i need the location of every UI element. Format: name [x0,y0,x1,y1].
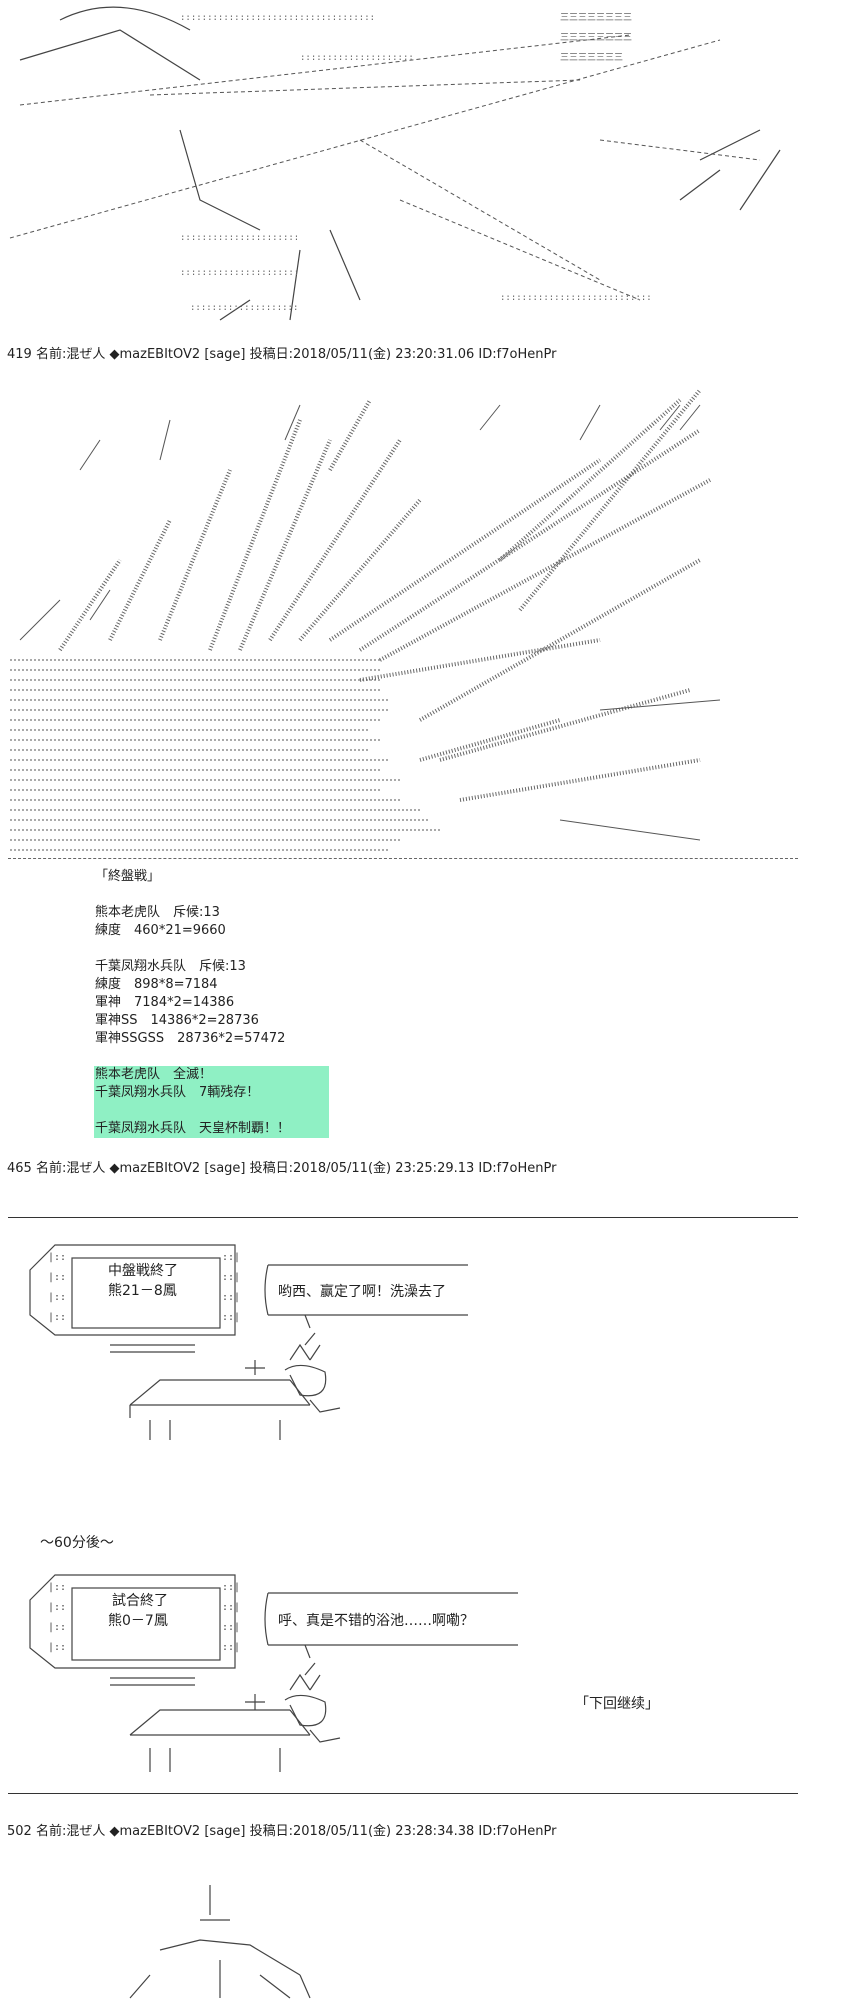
svg-text:三三三三三三三: 三三三三三三三 [560,53,623,63]
team1-scouts: 熊本老虎队 斥候:13 [95,905,220,920]
result-highlight [94,1066,329,1138]
ascii-art-shell-trails [10,388,721,851]
poster-id: ID:f7oHenPr [478,1161,557,1176]
post-number: 419 [7,347,32,362]
svg-text:|::: |:: [48,1312,66,1323]
svg-text:::|: ::| [222,1292,240,1303]
svg-text:::|: ::| [222,1272,240,1283]
result-team2-champion: 千葉凤翔水兵队 天皇杯制覇！！ [95,1121,291,1136]
svg-text:|::: |:: [48,1642,66,1653]
gunshin-ss-line: 軍神SS 14386*2=28736 [95,1013,259,1028]
post-number: 465 [7,1161,32,1176]
svg-text:三三三三三三三三: 三三三三三三三三 [560,13,632,23]
ascii-art-explosion: :::::::::::::::::::::::::::::::::::: :::… [9,6,781,321]
poster-trip: ◆mazEBItOV2 [109,347,201,362]
svg-text:|::: |:: [48,1602,66,1613]
poster-name: 混ぜ人 [66,347,106,362]
section-divider [8,1217,798,1218]
scene2-screen-score: 熊0－7鳳 [108,1613,168,1629]
scene1-screen-score: 熊21－8鳳 [108,1283,177,1299]
poster-mail: [sage] [204,347,246,362]
poster-trip: ◆mazEBItOV2 [109,1161,201,1176]
name-label: 名前: [35,1161,67,1176]
svg-text:::|: ::| [222,1622,240,1633]
svg-text:::|: ::| [222,1582,240,1593]
poster-trip: ◆mazEBItOV2 [109,1824,201,1839]
svg-text:::|: ::| [222,1312,240,1323]
section-divider [8,1793,798,1794]
svg-text:|::: |:: [48,1292,66,1303]
scene2-speech: 呼、真是不错的浴池……啊嘞？ [278,1613,474,1629]
poster-mail: [sage] [204,1824,246,1839]
team1-training: 練度 460*21=9660 [95,923,226,938]
svg-text:::|: ::| [222,1602,240,1613]
svg-text:|::: |:: [48,1252,66,1263]
gunshin-ssgss-line: 軍神SSGSS 28736*2=57472 [95,1031,286,1046]
result-team2-remaining: 千葉凤翔水兵队 7輌残存！ [95,1085,260,1100]
svg-text:|::: |:: [48,1622,66,1633]
svg-text:::::::::::::::::::::::::::::: :::::::::::::::::::::::::::: [500,293,652,303]
date-label: 投稿日: [249,1161,294,1176]
scene1-speech: 哟西、赢定了啊！洗澡去了 [278,1284,446,1300]
poster-mail: [sage] [204,1161,246,1176]
to-be-continued: 「下回继续」 [575,1696,659,1712]
svg-text:::|: ::| [222,1252,240,1263]
date-label: 投稿日: [249,347,294,362]
scene1-screen-line1: 中盤戦終了 [108,1263,178,1279]
poster-id: ID:f7oHenPr [478,1824,557,1839]
svg-text:::::::::::::::::::::::::::::::: :::::::::::::::::::::::::::::::::::: [180,13,375,23]
poster-name: 混ぜ人 [66,1161,106,1176]
result-team1-wiped: 熊本老虎队 全滅！ [95,1067,213,1082]
svg-text:::|: ::| [222,1642,240,1653]
svg-text:三三三三三三三三: 三三三三三三三三 [560,33,632,43]
post-date: 2018/05/11(金) 23:25:29.13 [293,1161,475,1176]
poster-name: 混ぜ人 [66,1824,106,1839]
post-date: 2018/05/11(金) 23:20:31.06 [293,347,475,362]
post-header-419: 419 名前:混ぜ人 ◆mazEBItOV2 [sage] 投稿日:2018/0… [7,343,556,362]
scene2-caption: ～60分後～ [40,1535,114,1551]
svg-text:::::::::::::::::::::: :::::::::::::::::::: [190,303,298,313]
section-divider [8,858,798,859]
svg-text:|::: |:: [48,1272,66,1283]
svg-text::::::::::::::::::::::: ::::::::::::::::::::: [300,53,414,63]
poster-id: ID:f7oHenPr [478,347,557,362]
post-header-465: 465 名前:混ぜ人 ◆mazEBItOV2 [sage] 投稿日:2018/0… [7,1157,556,1176]
post-number: 502 [7,1824,32,1839]
team2-training: 練度 898*8=7184 [95,977,218,992]
svg-text:::::::::::::::::::::::: :::::::::::::::::::::: [180,233,299,243]
post-header-502: 502 名前:混ぜ人 ◆mazEBItOV2 [sage] 投稿日:2018/0… [7,1820,556,1839]
svg-text:|::: |:: [48,1582,66,1593]
name-label: 名前: [35,347,67,362]
scene2-screen-line1: 試合終了 [112,1593,168,1609]
date-label: 投稿日: [249,1824,294,1839]
post-date: 2018/05/11(金) 23:28:34.38 [293,1824,475,1839]
battle-title: 「終盤戦」 [95,869,161,884]
name-label: 名前: [35,1824,67,1839]
team2-scouts: 千葉凤翔水兵队 斥候:13 [95,959,246,974]
gunshin-line: 軍神 7184*2=14386 [95,995,235,1010]
svg-text:::::::::::::::::::::::: :::::::::::::::::::::: [180,268,299,278]
